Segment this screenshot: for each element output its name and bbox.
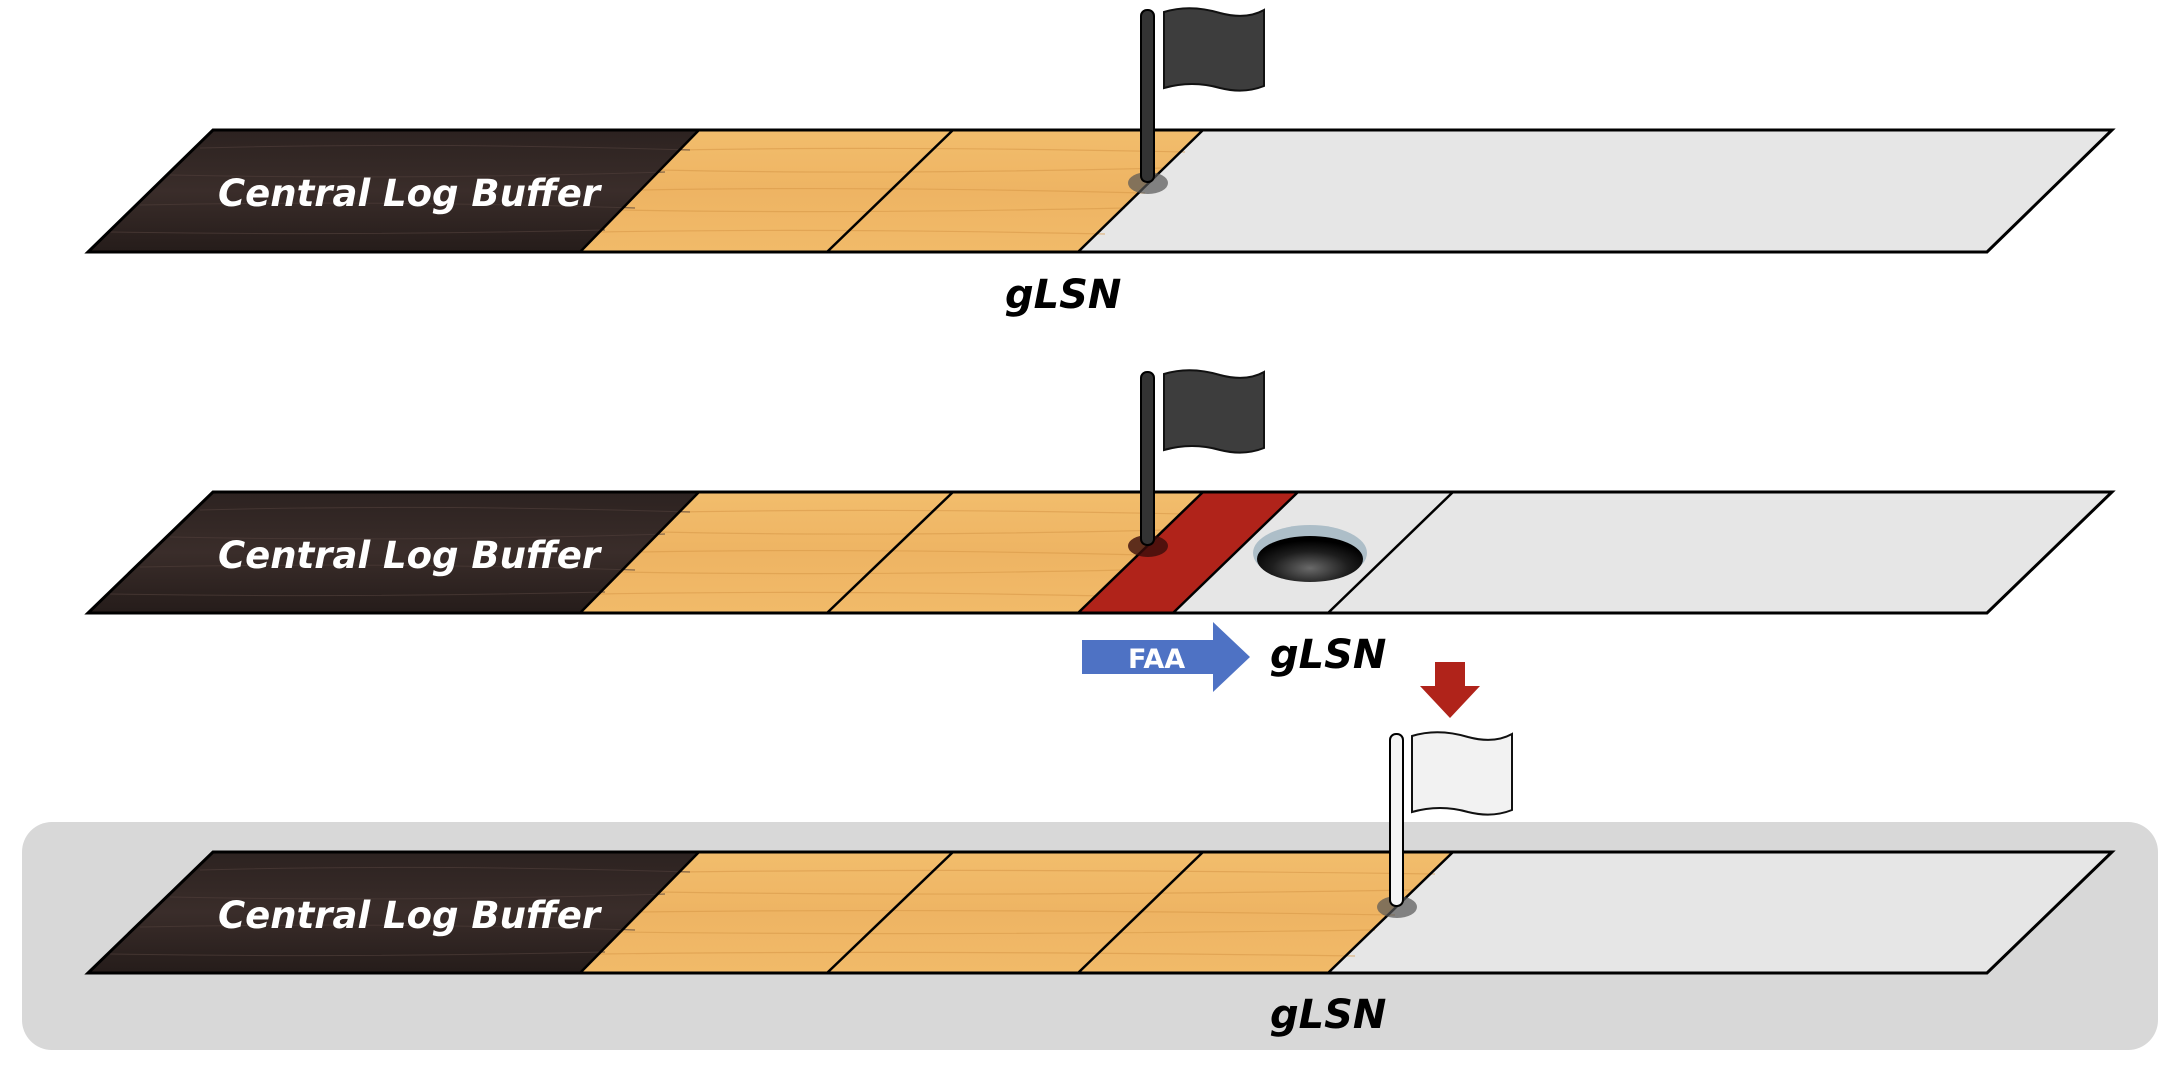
dark-wood-grain [109, 506, 691, 597]
buffer-slot-light-1 [580, 852, 953, 973]
dark-wood-grain [109, 144, 691, 235]
buffer-dark-section [88, 130, 699, 252]
wood-grain [599, 147, 1186, 235]
buffer-empty-region [1080, 130, 2112, 252]
pointer-label: gLSN [1270, 992, 1386, 1038]
slot-divider [1172, 491, 1299, 614]
buffer-label: Central Log Buffer [218, 172, 603, 215]
log-buffer-row-2: Central Log Buffer FAA gLSN [84, 369, 2116, 692]
buffer-outline [84, 128, 2116, 254]
flag-icon [1389, 731, 1513, 907]
buffer-outline [84, 490, 2116, 615]
buffer-slot-light-1 [580, 492, 953, 613]
flag-icon [1140, 7, 1265, 183]
buffer-dark-section [88, 492, 699, 613]
slot-divider [826, 851, 954, 974]
slot-divider [826, 129, 954, 253]
flag-icon [1140, 369, 1265, 546]
pointer-label: gLSN [1005, 272, 1121, 318]
pointer-label: gLSN [1270, 632, 1386, 678]
buffer-label: Central Log Buffer [218, 534, 603, 577]
slot-divider [579, 851, 700, 974]
wood-grain [599, 509, 1186, 597]
operation-label: FAA [1128, 644, 1185, 675]
wood-grain [599, 869, 1436, 957]
log-buffer-row-1: Central Log Buffer gLSN [84, 7, 2116, 318]
buffer-dark-section [88, 852, 699, 973]
slot-divider [826, 491, 954, 614]
buffer-empty-region [1328, 852, 2112, 973]
arrow-down-icon [1420, 662, 1480, 718]
reserved-slot [1078, 492, 1298, 613]
slot-divider [1327, 491, 1454, 614]
slot-divider [579, 491, 700, 614]
buffer-label: Central Log Buffer [218, 894, 603, 937]
slot-divider [579, 129, 700, 253]
slot-divider [1077, 851, 1204, 974]
buffer-empty-region [1078, 492, 2112, 613]
buffer-slot-light-1 [580, 130, 953, 252]
arrow-right-icon: FAA [1082, 622, 1250, 692]
hole-icon [1253, 525, 1367, 582]
log-buffer-row-3: Central Log Buffer gLSN [84, 731, 2116, 1038]
dark-wood-grain [109, 866, 691, 957]
buffer-outline [84, 850, 2116, 975]
